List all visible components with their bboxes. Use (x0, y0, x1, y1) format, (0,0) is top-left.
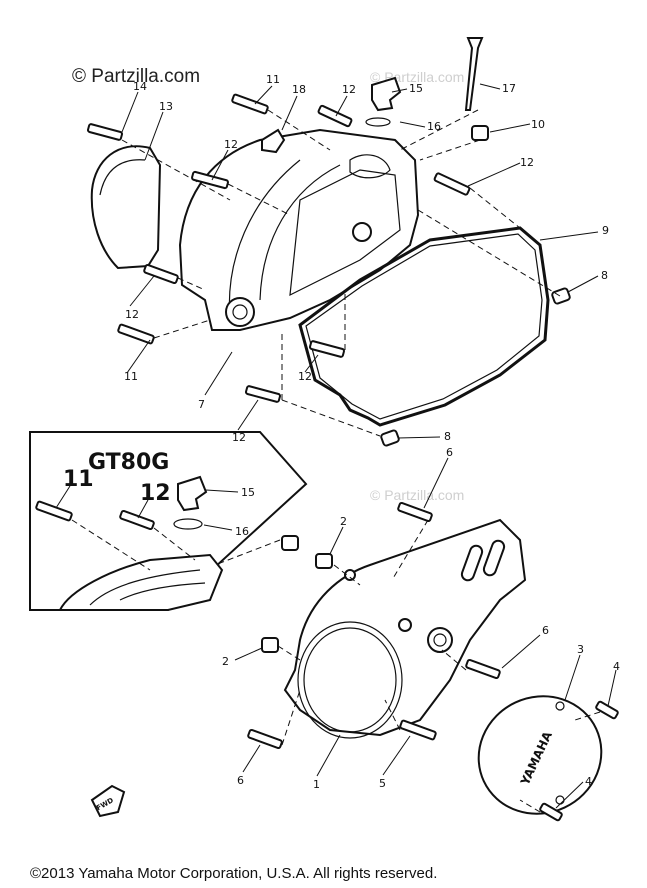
bolt-5 (399, 719, 437, 741)
callout-7: 7 (198, 398, 205, 411)
callout-11: 11 (124, 370, 138, 383)
callout-15: 15 (241, 486, 255, 499)
cover-13 (90, 145, 162, 270)
filler-cap-15 (371, 76, 402, 112)
cover-slot (482, 539, 506, 577)
callout-14: 14 (133, 80, 147, 93)
inset-title: GT80G (88, 450, 169, 475)
bolt-6 (397, 501, 433, 523)
partzilla-watermark: © Partzilla.com (72, 66, 200, 87)
cover-slot (460, 544, 484, 582)
callout-2: 2 (340, 515, 347, 528)
partzilla-watermark-faint: © Partzilla.com (370, 487, 464, 503)
cover-boss (427, 627, 453, 653)
bolt-11 (231, 93, 269, 115)
dowel-pin-8 (380, 429, 400, 447)
gasket-9 (298, 226, 550, 427)
callout-6: 6 (446, 446, 453, 459)
inset-o-ring-16 (173, 518, 203, 530)
inset-bolt-11 (35, 500, 73, 522)
callout-6: 6 (237, 774, 244, 787)
dowel-pin-2 (315, 553, 333, 569)
bolt-4 (539, 802, 563, 822)
bolt-12 (317, 104, 353, 128)
copyright-footer: ©2013 Yamaha Motor Corporation, U.S.A. A… (30, 865, 437, 882)
bolt-boss (352, 222, 372, 242)
bolt-12 (191, 170, 229, 190)
leader-lines (55, 83, 617, 809)
callout-4: 4 (585, 775, 592, 788)
bolt-6 (247, 728, 283, 750)
callout-9: 9 (602, 224, 609, 237)
callout-8: 8 (601, 269, 608, 282)
callout-10: 10 (531, 118, 545, 131)
callout-16: 16 (427, 120, 441, 133)
callout-4: 4 (613, 660, 620, 673)
bolt-12 (433, 172, 471, 196)
inset-plug (281, 535, 299, 551)
cover-opening (297, 621, 403, 739)
fwd-arrow-icon (90, 784, 126, 818)
callout-8: 8 (444, 430, 451, 443)
callout-12: 12 (298, 370, 312, 383)
callout-6: 6 (542, 624, 549, 637)
dipstick-17 (464, 37, 484, 111)
callout-1: 1 (313, 778, 320, 791)
callout-13: 13 (159, 100, 173, 113)
dowel-pin-2 (261, 637, 279, 653)
oil-seal-boss (225, 297, 255, 327)
callout-16: 16 (235, 525, 249, 538)
callout-12: 12 (140, 481, 171, 506)
dowel-pin-8 (551, 287, 571, 305)
callout-12: 12 (520, 156, 534, 169)
callout-18: 18 (292, 83, 306, 96)
callout-17: 17 (502, 82, 516, 95)
bolt-11 (117, 323, 155, 345)
callout-labels: 14 13 11 18 12 12 15 16 17 10 12 9 8 8 1… (63, 73, 620, 791)
callout-12: 12 (224, 138, 238, 151)
bolt-4 (595, 700, 619, 720)
inset-filler-cap-15 (177, 475, 208, 512)
callout-5: 5 (379, 777, 386, 790)
callout-11: 11 (63, 467, 94, 492)
callout-12: 12 (232, 431, 246, 444)
clamp-18 (261, 128, 286, 154)
callout-11: 11 (266, 73, 280, 86)
callout-3: 3 (577, 643, 584, 656)
o-ring-16 (365, 117, 391, 127)
gt80g-inset-box (29, 431, 308, 611)
plug-10 (471, 125, 489, 141)
callout-2: 2 (222, 655, 229, 668)
inset-bolt-12 (119, 509, 155, 531)
bolt-14 (86, 123, 124, 141)
callout-12: 12 (125, 308, 139, 321)
bolt-6 (465, 658, 501, 680)
yamaha-cover-3 (477, 695, 603, 815)
callout-12: 12 (342, 83, 356, 96)
callout-15: 15 (409, 82, 423, 95)
bolt-12 (143, 263, 179, 285)
bolt-12 (308, 340, 346, 358)
bolt-12 (244, 385, 282, 403)
